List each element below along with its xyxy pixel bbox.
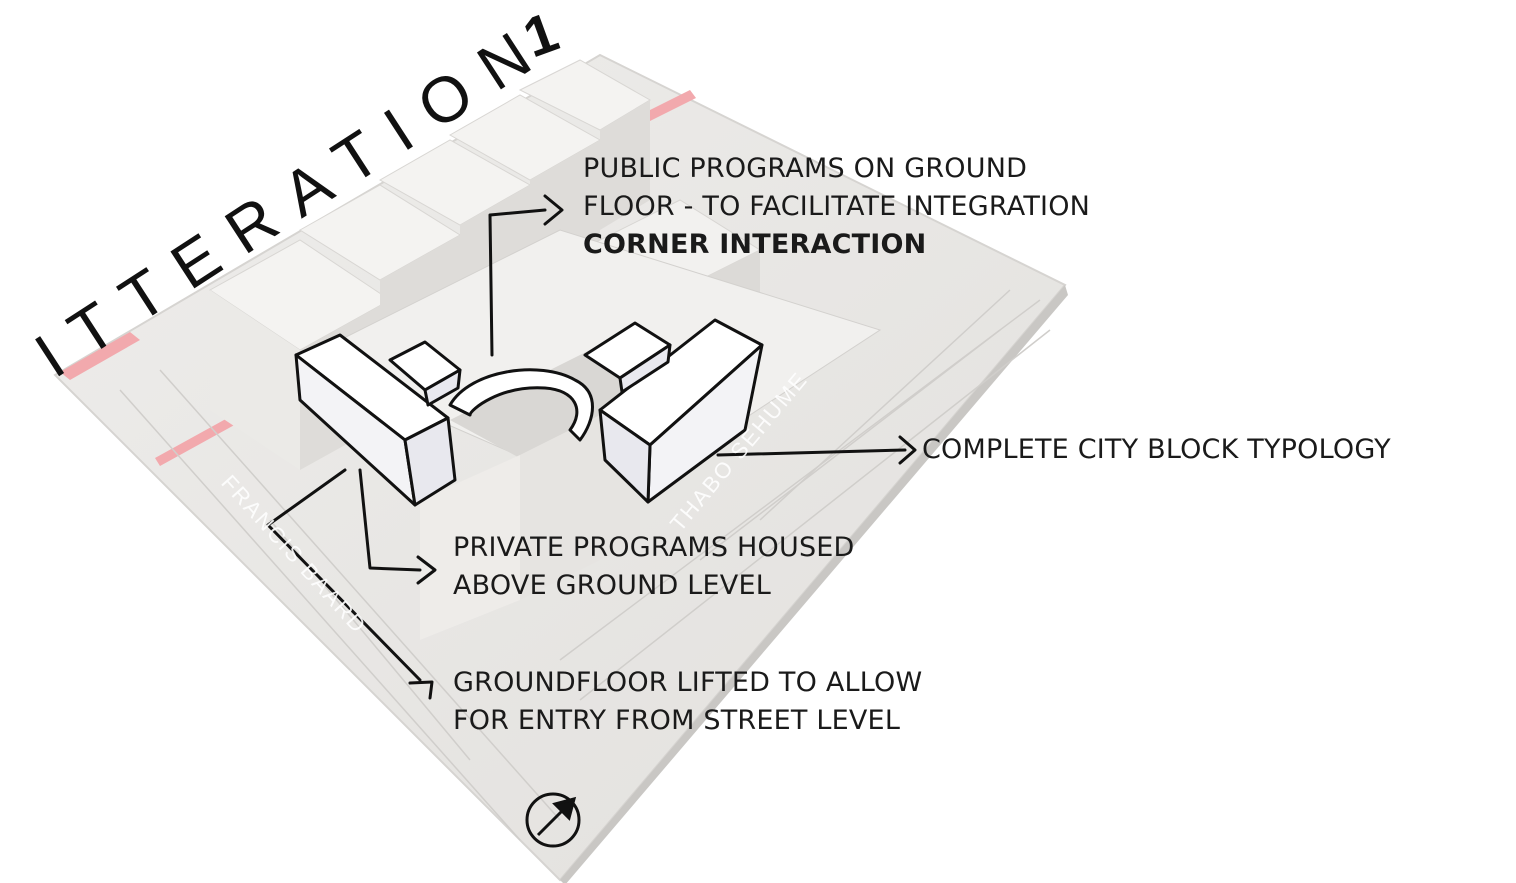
street-markings [119,289,1051,841]
annotation-line: GROUNDFLOOR LIFTED TO ALLOW [453,667,923,698]
annotation-line: COMPLETE CITY BLOCK TYPOLOGY [922,434,1391,465]
model-base-edge [560,285,1068,883]
city-block [298,229,882,640]
annotation-line: ABOVE GROUND LEVEL [453,570,771,601]
leader-private [358,468,422,572]
annotation-public-programs: PUBLIC PROGRAMS ON GROUND FLOOR - TO FAC… [583,150,1090,264]
leader-groundfloor [266,468,422,682]
ground-pavilions [388,321,672,407]
private-volume-left [294,333,457,507]
leader-city-block [716,448,907,457]
annotation-city-block: COMPLETE CITY BLOCK TYPOLOGY [922,431,1391,469]
annotation-line: FOR ENTRY FROM STREET LEVEL [453,705,901,736]
arrowhead-public [543,194,564,226]
street-accent [60,332,140,380]
arrowhead-city-block [898,435,917,465]
corner-interaction-sketch [448,368,594,442]
arrowhead-private [416,555,437,585]
annotation-emphasis: CORNER INTERACTION [583,229,927,260]
leader-public [488,208,547,357]
street-accent [640,90,696,123]
arrowhead-groundfloor [408,680,434,700]
annotation-groundfloor: GROUNDFLOOR LIFTED TO ALLOW FOR ENTRY FR… [453,664,922,740]
leader-lines [266,194,917,700]
annotation-line: FLOOR - TO FACILITATE INTEGRATION [583,191,1091,222]
annotation-line: PUBLIC PROGRAMS ON GROUND [583,153,1028,184]
annotation-line: PRIVATE PROGRAMS HOUSED [453,532,855,563]
north-arrow-icon [525,792,581,848]
annotation-private-programs: PRIVATE PROGRAMS HOUSED ABOVE GROUND LEV… [453,529,855,605]
private-volume-right [598,318,764,504]
